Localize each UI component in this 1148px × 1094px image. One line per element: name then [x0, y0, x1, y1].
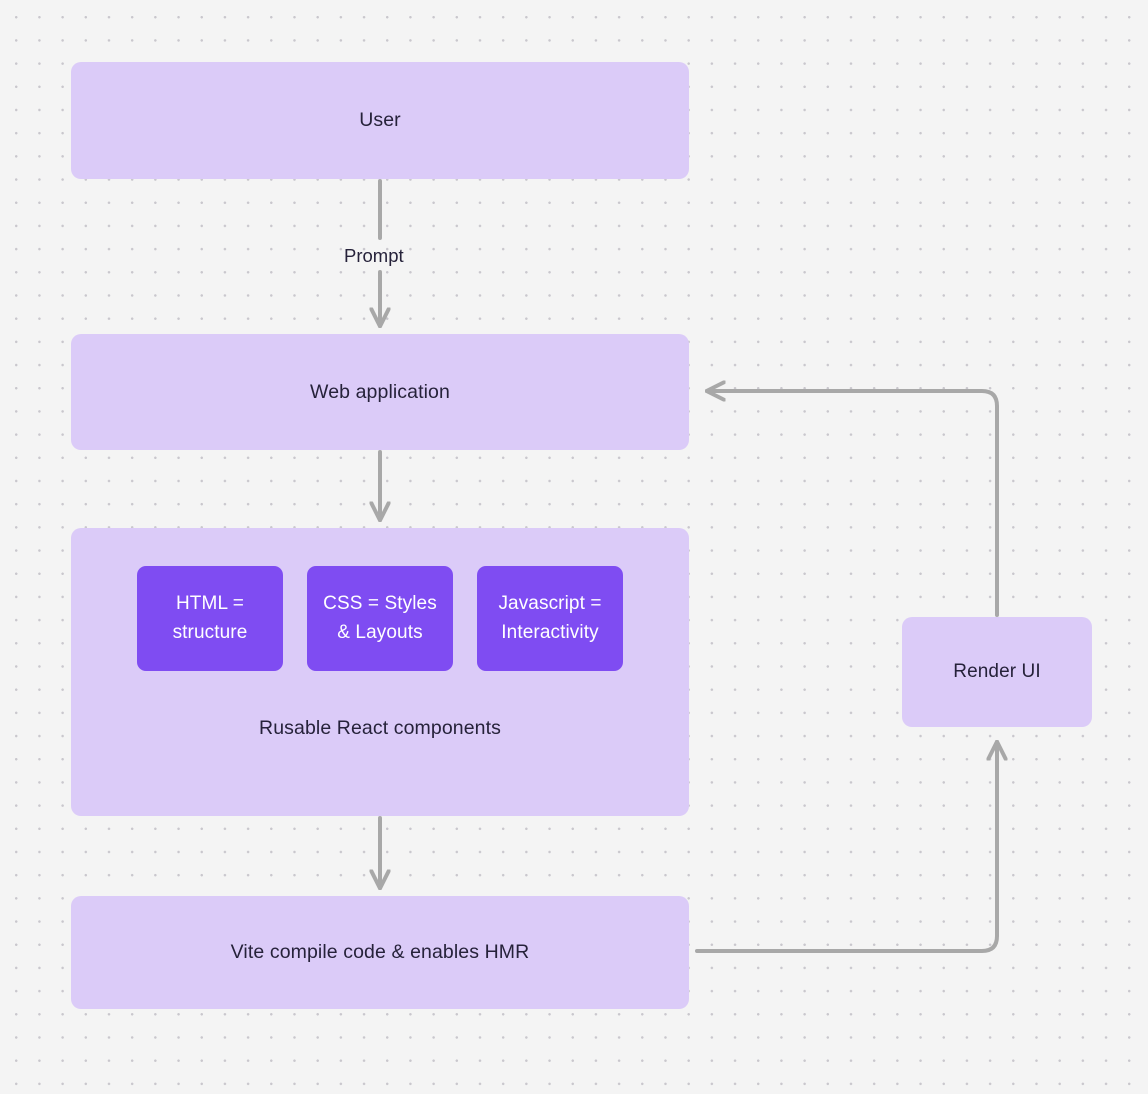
chip-css-label: CSS = Styles & Layouts	[323, 593, 437, 643]
node-web-application-label: Web application	[310, 380, 450, 403]
node-render-ui[interactable]: Render UI	[902, 617, 1092, 727]
node-vite[interactable]: Vite compile code & enables HMR	[71, 896, 689, 1009]
edge-vite-to-render	[695, 742, 997, 953]
node-vite-label: Vite compile code & enables HMR	[230, 941, 530, 964]
edge-label-prompt: Prompt	[344, 245, 404, 266]
chip-javascript-label: Javascript = Interactivity	[498, 593, 602, 643]
chip-row: HTML = structure CSS = Styles & Layouts …	[137, 566, 624, 671]
node-user-label: User	[359, 109, 401, 132]
node-render-ui-label: Render UI	[953, 661, 1041, 683]
chip-css[interactable]: CSS = Styles & Layouts	[307, 566, 453, 671]
chip-html-label: HTML = structure	[172, 593, 248, 643]
node-react-components-caption: Rusable React components	[259, 717, 501, 739]
node-react-components[interactable]: HTML = structure CSS = Styles & Layouts …	[71, 528, 689, 816]
node-user[interactable]: User	[71, 62, 689, 179]
chip-html[interactable]: HTML = structure	[137, 566, 283, 671]
chip-javascript[interactable]: Javascript = Interactivity	[477, 566, 623, 671]
node-web-application[interactable]: Web application	[71, 334, 689, 450]
edge-render-to-webapp	[707, 391, 999, 617]
